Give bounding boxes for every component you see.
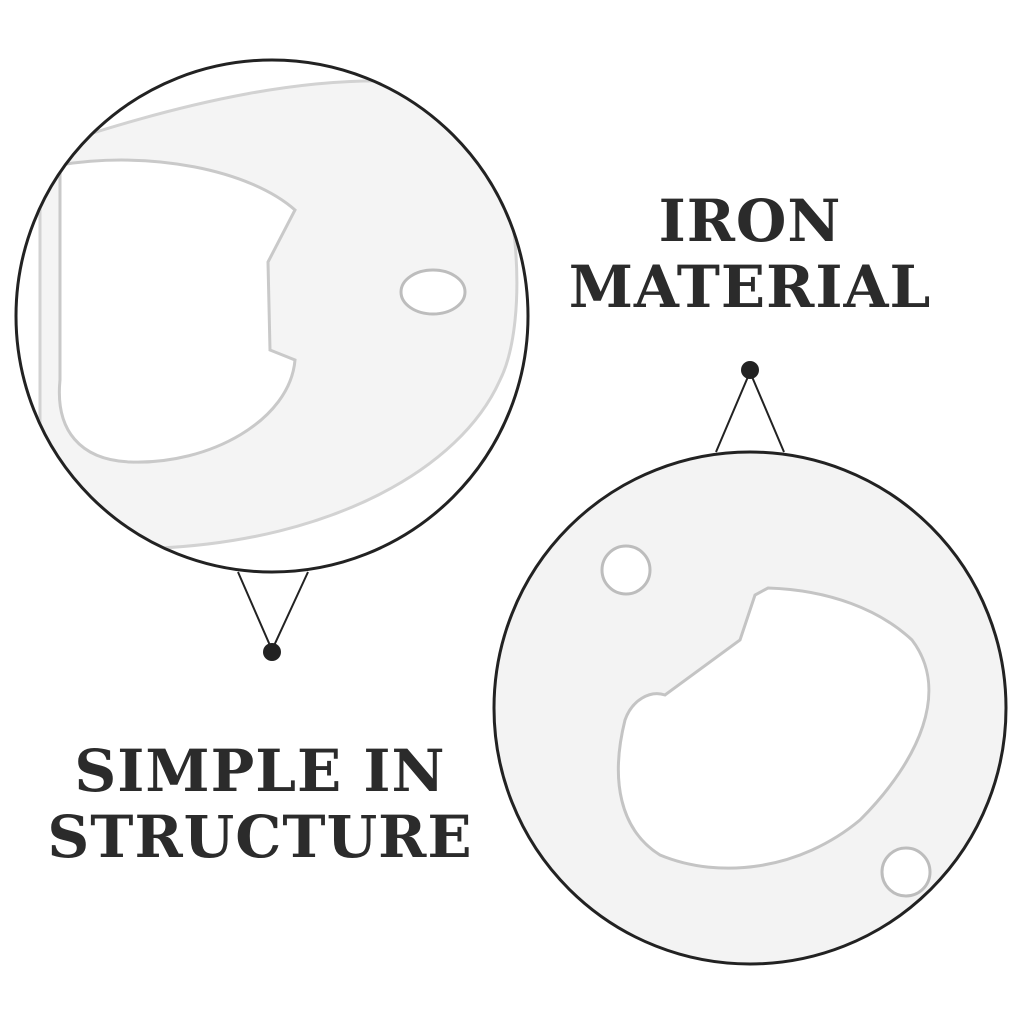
bottle-opener-closeup-top bbox=[38, 79, 519, 550]
pointer-top bbox=[237, 571, 309, 661]
closeup-circle-bottom bbox=[492, 450, 1008, 966]
pointer-bottom bbox=[715, 361, 785, 453]
caption-simple-structure: SIMPLE IN STRUCTURE bbox=[20, 738, 500, 870]
caption-iron-line2: MATERIAL bbox=[568, 253, 932, 321]
bottle-opener-closeup-bottom bbox=[494, 452, 1006, 964]
caption-simple-line1: SIMPLE IN bbox=[74, 737, 446, 805]
closeup-circle-top bbox=[14, 58, 530, 574]
caption-iron-line1: IRON bbox=[658, 187, 842, 255]
caption-simple-line2: STRUCTURE bbox=[47, 803, 473, 871]
caption-iron-material: IRON MATERIAL bbox=[540, 188, 960, 320]
